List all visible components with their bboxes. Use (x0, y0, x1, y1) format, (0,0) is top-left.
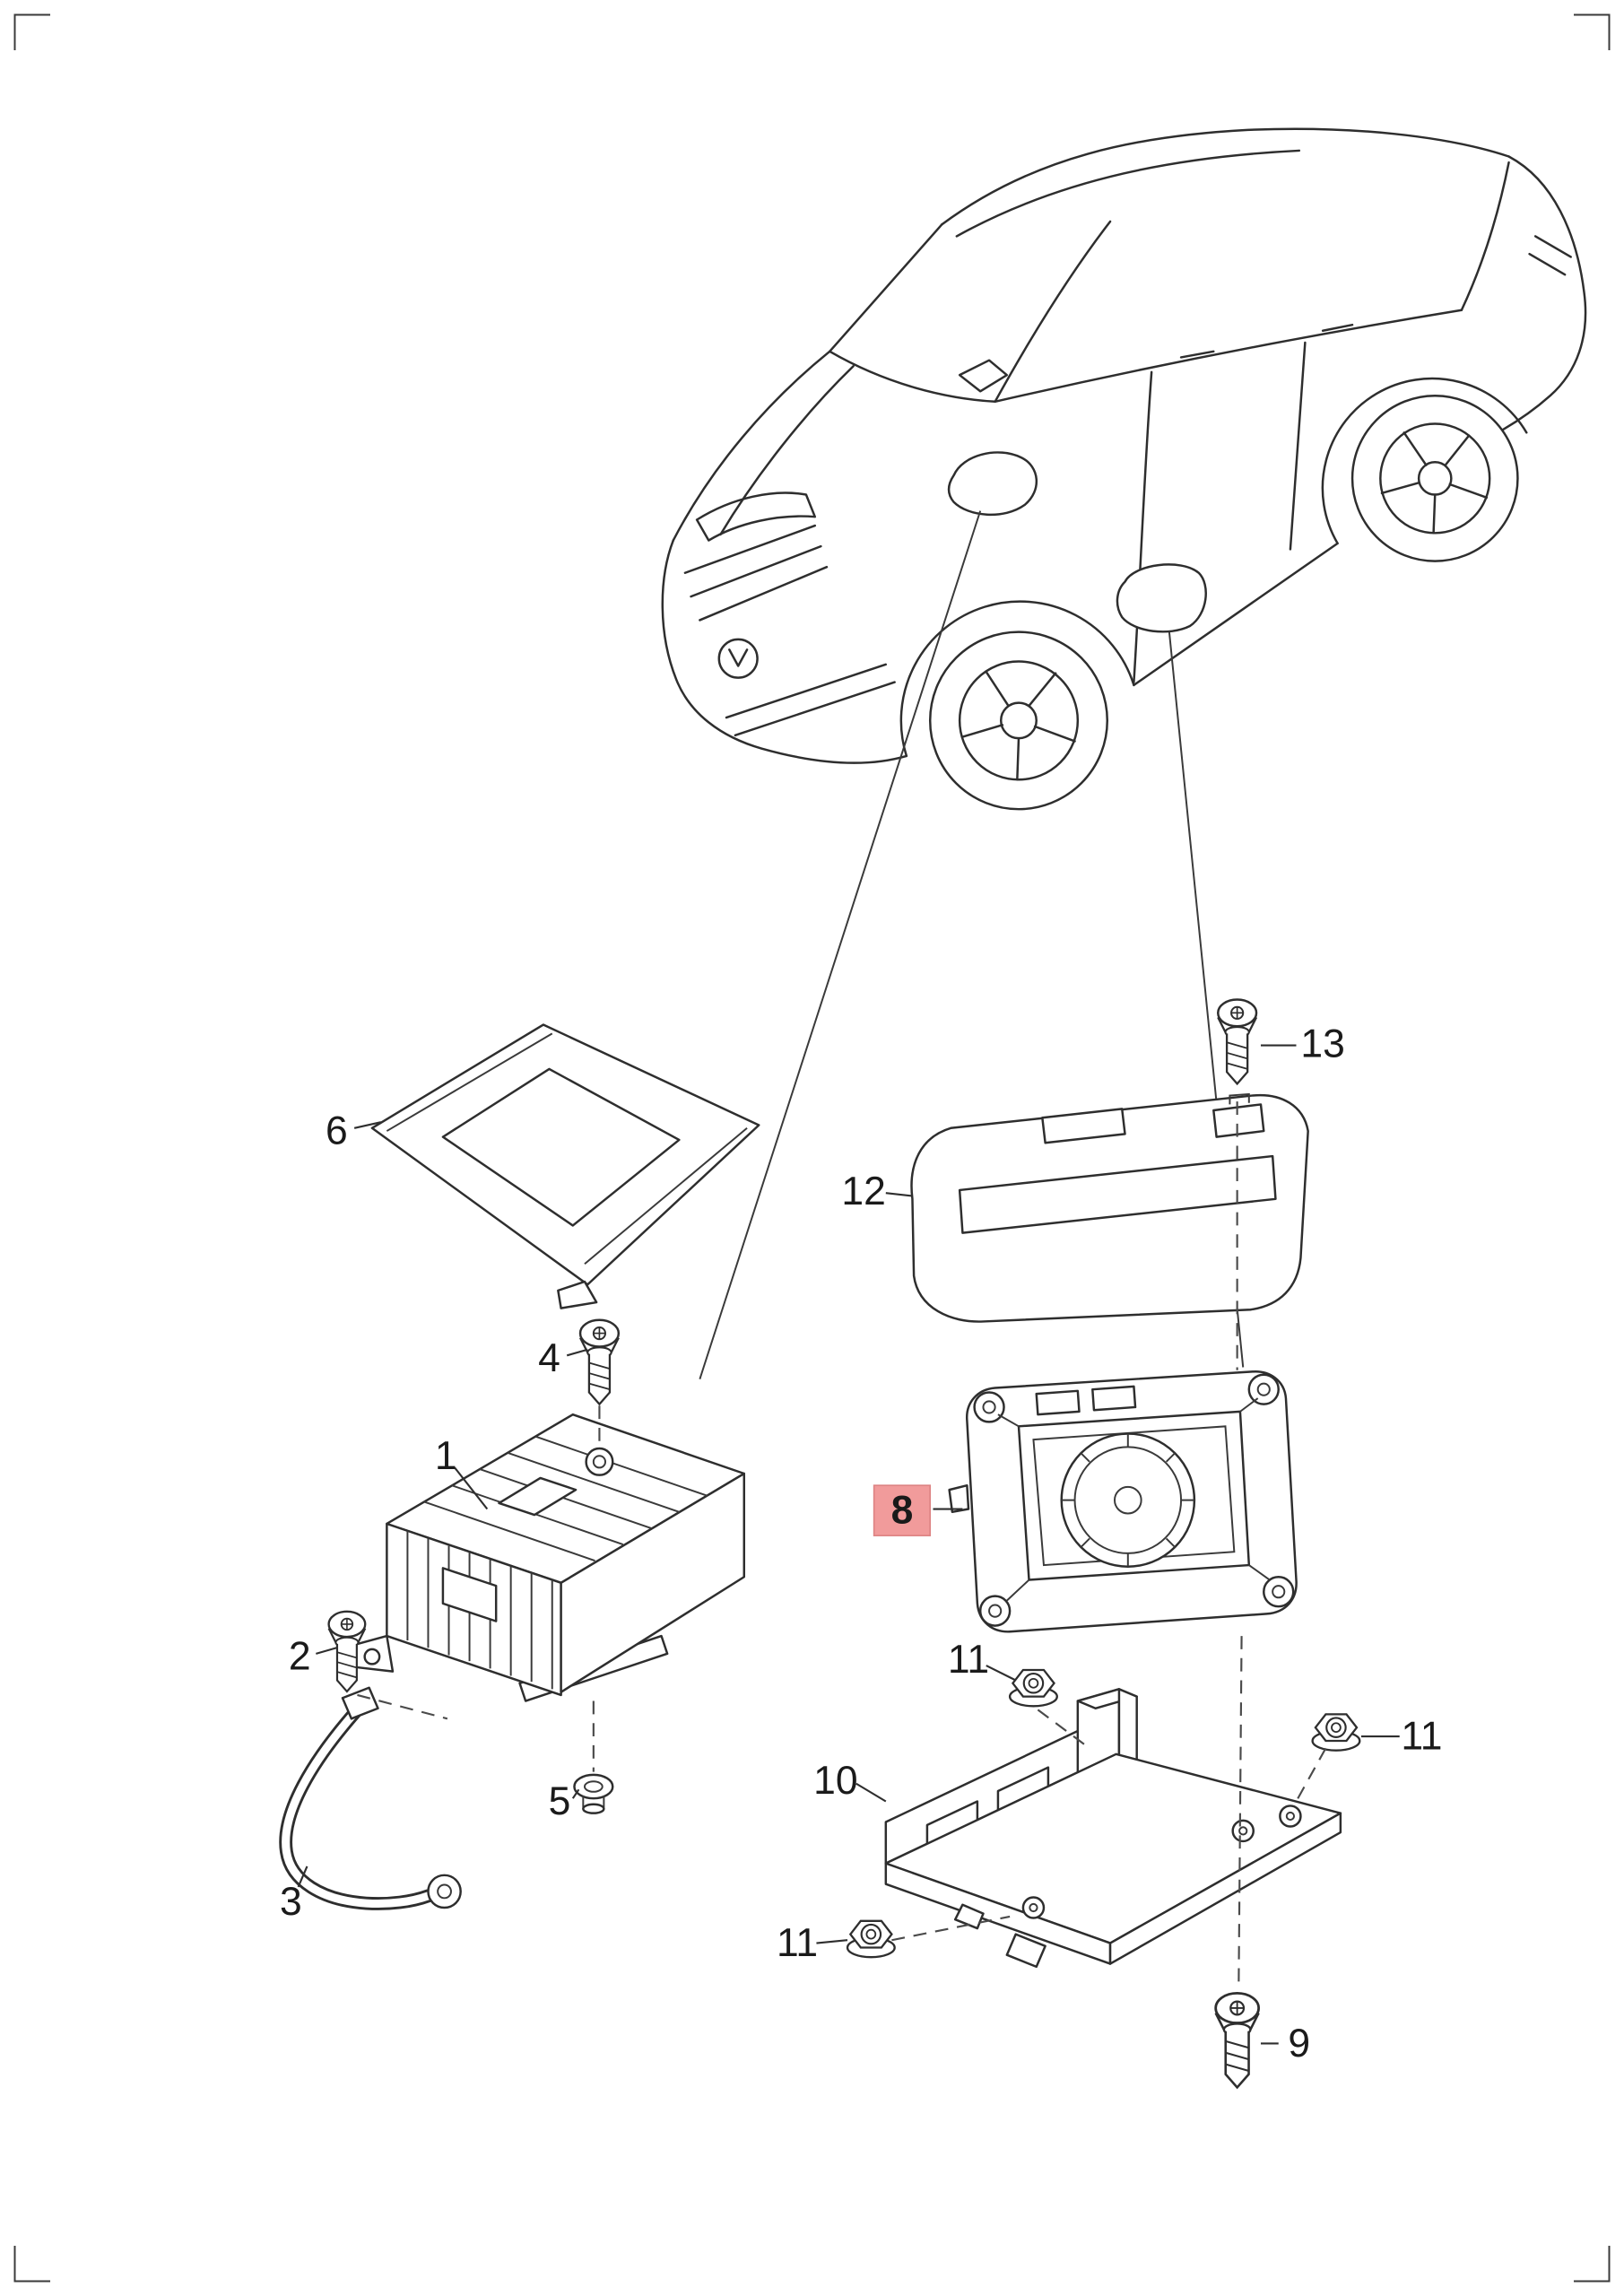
callout-6[interactable]: 6 (326, 1109, 348, 1153)
callout-10[interactable]: 10 (813, 1759, 857, 1803)
part-5-grommet (573, 1773, 614, 1814)
part-3-ground-cable (279, 1686, 462, 1910)
part-9-screw (1214, 1991, 1260, 2089)
callout-2[interactable]: 2 (289, 1635, 311, 1679)
module-location-rear-patch (1116, 563, 1207, 633)
part-11-nut-a (1008, 1668, 1058, 1708)
callout-12[interactable]: 12 (841, 1170, 885, 1213)
callout-5[interactable]: 5 (549, 1779, 571, 1823)
part-11-nut-c (846, 1919, 896, 1959)
part-11-nut-b (1311, 1713, 1361, 1752)
corner-crop-marks (13, 13, 1611, 2283)
callout-13[interactable]: 13 (1300, 1022, 1344, 1065)
car-sketch (661, 127, 1587, 811)
callout-labels: 1 2 3 4 5 6 8 9 10 11 11 11 12 13 (280, 1022, 1442, 2066)
part-13-screw (1216, 998, 1258, 1085)
part-1-control-unit (352, 1413, 746, 1702)
callout-9[interactable]: 9 (1288, 2022, 1310, 2066)
callout-4[interactable]: 4 (538, 1336, 560, 1380)
part-12-cover (910, 1092, 1309, 1323)
callout-11a[interactable]: 11 (948, 1638, 989, 1682)
callout-11b[interactable]: 11 (1401, 1715, 1442, 1759)
callout-8[interactable]: 8 (873, 1484, 932, 1536)
callout-11c[interactable]: 11 (777, 1921, 818, 1965)
part-4-screw (578, 1318, 621, 1405)
part-8-control-unit (948, 1370, 1298, 1633)
module-location-front-patch (947, 451, 1038, 516)
callout-1[interactable]: 1 (435, 1434, 457, 1478)
callout-3[interactable]: 3 (280, 1880, 302, 1924)
part-6-trim-frame (370, 1023, 760, 1309)
part-10-mounting-bracket (884, 1688, 1342, 1969)
callout-8-highlight (873, 1484, 932, 1536)
callout-pointer-lines (297, 1044, 1400, 2045)
assembly-centerlines (357, 1101, 1327, 1991)
callout-8-label: 8 (891, 1489, 914, 1533)
